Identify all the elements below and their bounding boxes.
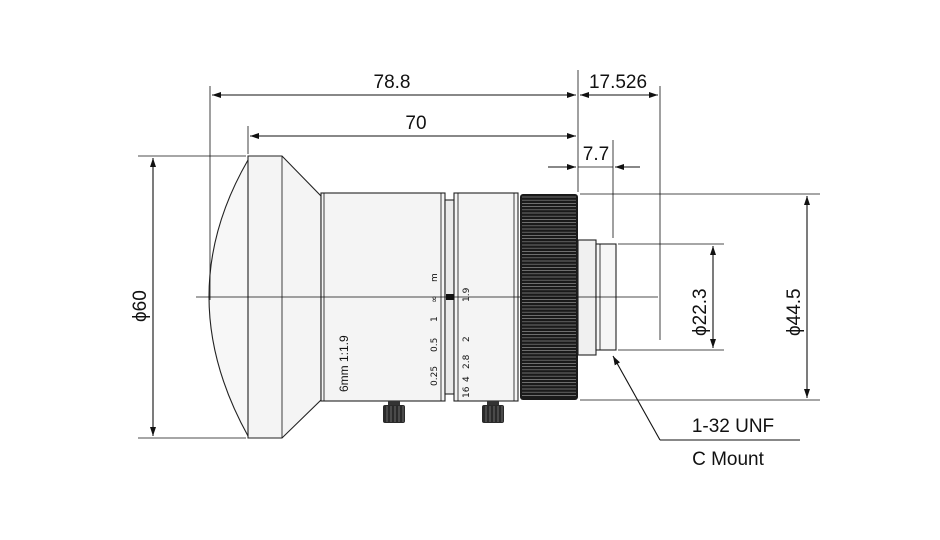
mount-type-note: C Mount <box>692 449 765 470</box>
iris-mark-4: 4 <box>462 376 472 382</box>
focus-mark-infinity: ∞ <box>430 296 440 304</box>
focus-mark-1: 1 <box>430 316 440 322</box>
dim-rear-diameter: ϕ44.5 <box>784 288 805 336</box>
knurl-pattern <box>522 196 576 396</box>
iris-mark-2: 2 <box>462 336 472 342</box>
iris-mark-2.8: 2.8 <box>462 354 472 369</box>
focus-lock-screw <box>383 401 405 423</box>
iris-mark-1.9: 1.9 <box>462 287 472 302</box>
focus-mark-0.5: 0.5 <box>430 338 440 352</box>
mount-thread-note: 1-32 UNF <box>692 416 774 437</box>
dim-mount-depth: 7.7 <box>583 144 609 165</box>
lens-label: 6mm 1:1.9 <box>337 335 351 392</box>
dim-front-diameter: ϕ60 <box>130 290 151 322</box>
dim-thread-diameter: ϕ22.3 <box>690 288 711 336</box>
dim-overall-length: 78.8 <box>374 72 411 93</box>
iris-lock-screw <box>482 401 504 423</box>
iris-mark-16: 16 <box>462 386 472 398</box>
dim-body-length: 70 <box>405 113 426 134</box>
focus-unit: m <box>430 273 440 282</box>
extension-lines <box>138 70 820 439</box>
mount-leader-line <box>612 355 661 441</box>
c-mount-flange <box>577 239 597 356</box>
front-element-dome <box>208 159 249 437</box>
focus-mark-0.25: 0.25 <box>430 366 440 386</box>
dim-flange-back: 17.526 <box>589 72 647 93</box>
